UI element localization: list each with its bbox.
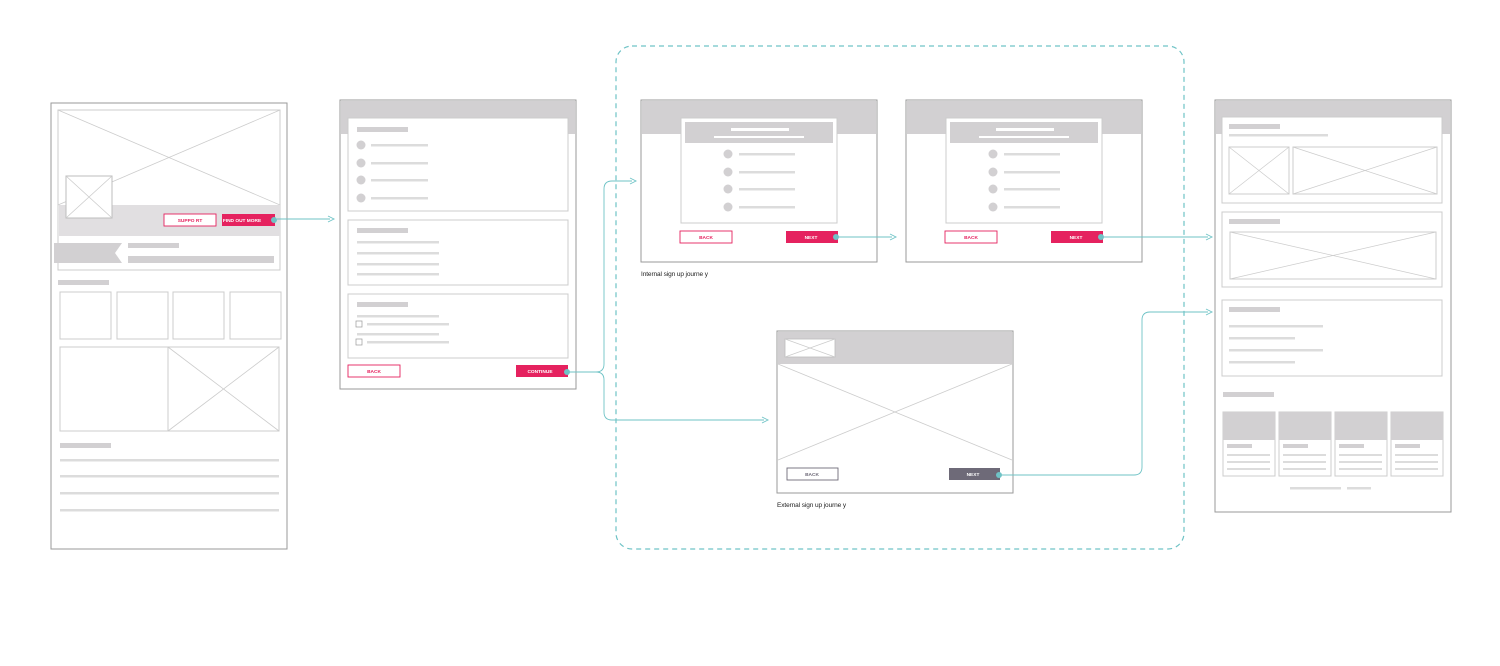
internal-step2-wireframe: BACK NEXT bbox=[905, 99, 1143, 263]
connector-external-to-dashboard bbox=[1002, 311, 1208, 476]
external-next-label: NEXT bbox=[967, 472, 980, 478]
internal-step2-next-button[interactable]: NEXT bbox=[1051, 231, 1104, 243]
dashboard-page-wireframe bbox=[1214, 99, 1452, 513]
support-button-label: SUPPO RT bbox=[178, 218, 203, 224]
connector-form-to-internal bbox=[570, 180, 632, 373]
radio-option[interactable] bbox=[356, 158, 366, 168]
form-page-wireframe: BACK CONTINUE bbox=[339, 99, 577, 390]
checkbox-section bbox=[347, 293, 569, 359]
internal-step1-back-label: BACK bbox=[699, 235, 713, 241]
external-back-label: BACK bbox=[805, 472, 819, 478]
tile-row bbox=[59, 291, 282, 340]
external-next-button[interactable]: NEXT bbox=[949, 468, 1002, 480]
find-out-more-button[interactable]: FIND OUT MORE bbox=[222, 214, 277, 226]
radio-section bbox=[347, 117, 569, 212]
checkbox[interactable] bbox=[355, 338, 363, 346]
dashboard-card-row bbox=[1222, 411, 1444, 477]
connector-form-to-external bbox=[570, 371, 764, 421]
checkbox[interactable] bbox=[355, 320, 363, 328]
radio-option[interactable] bbox=[356, 175, 366, 185]
external-back-button[interactable]: BACK bbox=[786, 467, 839, 481]
support-button[interactable]: SUPPO RT bbox=[163, 213, 217, 227]
internal-step1-next-label: NEXT bbox=[805, 235, 818, 241]
internal-step1-next-button[interactable]: NEXT bbox=[786, 231, 839, 243]
text-section bbox=[347, 219, 569, 286]
external-journey-caption: External sign up journe y bbox=[777, 502, 847, 509]
external-logo-placeholder bbox=[784, 338, 836, 358]
radio-option[interactable] bbox=[356, 140, 366, 150]
continue-label: CONTINUE bbox=[527, 369, 553, 375]
internal-step2-back-button[interactable]: BACK bbox=[944, 230, 998, 244]
connector-dot bbox=[1098, 234, 1104, 240]
landing-page-wireframe: SUPPO RT FIND OUT MORE bbox=[50, 102, 288, 550]
form-back-button[interactable]: BACK bbox=[347, 364, 401, 378]
internal-journey-caption: Internal sign up journe y bbox=[641, 271, 709, 278]
banner-ribbon bbox=[54, 243, 122, 263]
connector-dot bbox=[996, 472, 1002, 478]
internal-step2-back-label: BACK bbox=[964, 235, 978, 241]
external-signup-wireframe: BACK NEXT bbox=[776, 330, 1014, 494]
continue-button[interactable]: CONTINUE bbox=[516, 365, 570, 377]
internal-step1-wireframe: BACK NEXT bbox=[640, 99, 878, 263]
radio-option[interactable] bbox=[356, 193, 366, 203]
connector-dot bbox=[564, 369, 570, 375]
feature-block bbox=[59, 346, 280, 432]
internal-step2-next-label: NEXT bbox=[1070, 235, 1083, 241]
form-back-label: BACK bbox=[367, 369, 381, 375]
logo-image-placeholder bbox=[65, 175, 113, 219]
find-out-more-label: FIND OUT MORE bbox=[223, 218, 262, 224]
internal-step1-back-button[interactable]: BACK bbox=[679, 230, 733, 244]
connector-dot bbox=[271, 217, 277, 223]
signup-journey-group bbox=[615, 45, 1185, 550]
connector-dot bbox=[833, 234, 839, 240]
